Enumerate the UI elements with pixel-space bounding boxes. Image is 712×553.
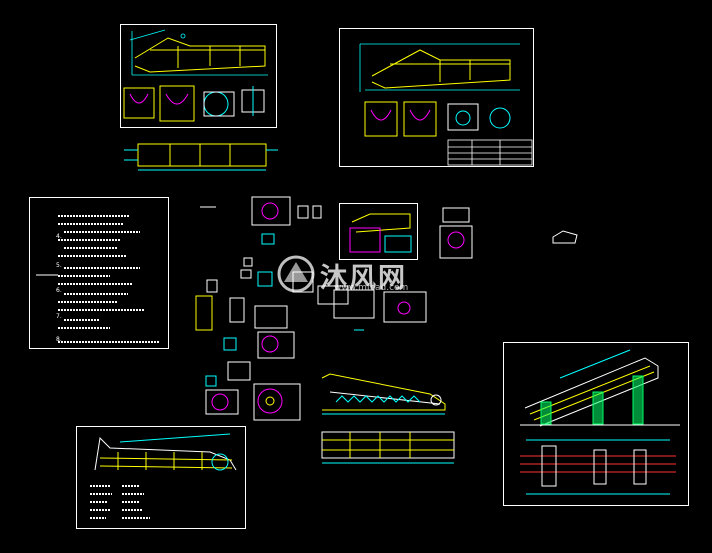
notes-number-8: 8. [56,336,62,343]
middle-conveyor-elevation [321,373,446,415]
top-left-cross-sections [123,85,265,122]
notes-number-6: 6. [56,287,62,294]
watermark: 沐风网 www.mfcad.com [276,254,446,296]
sheet-top-left-assembly[interactable] [120,24,277,128]
center-detail-content [349,213,412,253]
installation-supports [540,375,644,425]
notes-number-7: 7. [56,313,62,320]
top-right-dimensions [359,43,520,92]
bottom-left-elevation-drawing [94,433,237,471]
small-icon-right [552,230,578,244]
middle-conveyor-plan [321,431,455,464]
sheet-center-detail[interactable] [339,203,418,260]
top-right-cross-sections [364,101,511,137]
top-right-conveyor-view [371,49,511,89]
shaft-drawing-left [124,143,278,171]
top-right-title-block [447,139,533,166]
part-details-cluster [195,196,473,421]
notes-number-4: 4. [56,233,62,240]
top-left-dimensions [129,29,268,76]
watermark-logo-icon [277,255,315,293]
watermark-name: 沐风网 [320,263,407,294]
sheet-bottom-right-installation[interactable] [503,342,689,506]
sheet-top-right-assembly[interactable] [339,28,534,167]
top-left-conveyor-view [134,37,266,73]
notes-text-lines [58,215,160,343]
notes-number-5: 5. [56,262,62,269]
sheet-technical-notes[interactable] [29,197,169,349]
bottom-left-parts-list [90,485,150,519]
sheet-bottom-left-elevation[interactable] [76,426,246,529]
watermark-url: www.mfcad.com [334,283,409,293]
installation-plan-view [520,439,676,495]
